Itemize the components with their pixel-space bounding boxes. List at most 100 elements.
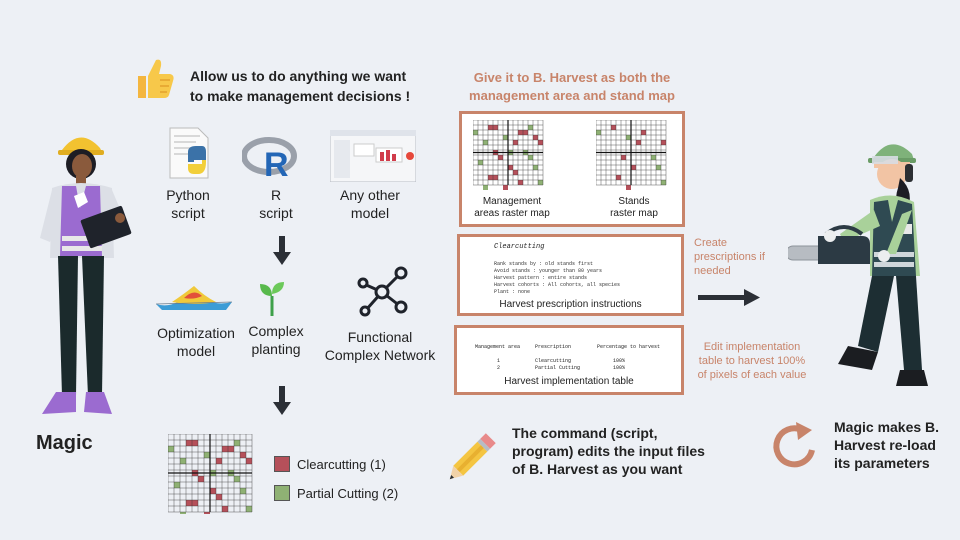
reload-text-line2: Harvest re-load — [834, 437, 936, 453]
r-script-label: R script — [238, 186, 314, 222]
raster-cell — [216, 494, 222, 500]
raster-cell — [234, 440, 240, 446]
raster-cell — [192, 500, 198, 506]
raster-cell — [473, 130, 478, 135]
raster-cell — [234, 476, 240, 482]
raster-cell — [518, 180, 523, 185]
raster-cell — [240, 488, 246, 494]
r-label-line2: script — [259, 205, 293, 221]
impl-cell: Clearcutting — [535, 358, 572, 364]
raster-maps-box: Management areas raster map Stands raste… — [459, 111, 685, 227]
stands-caption-line1: Stands — [618, 196, 650, 207]
implementation-row: 1 Clearcutting 100% — [475, 358, 675, 364]
raster-cell — [488, 125, 493, 130]
raster-cell — [518, 130, 523, 135]
raster-cell — [513, 140, 518, 145]
note-prescriptions-line3: needed — [694, 265, 731, 277]
legend-item-partial-cutting: Partial Cutting (2) — [274, 485, 398, 501]
network-label-line2: Complex Network — [324, 347, 436, 363]
give-header-line2: management area and stand map — [469, 88, 675, 103]
raster-cell — [503, 185, 508, 190]
prescription-title: Clearcutting — [494, 243, 545, 251]
raster-cell — [180, 458, 186, 464]
raster-cell — [661, 180, 666, 185]
optimization-surface-icon — [154, 280, 234, 312]
raster-cell — [616, 175, 621, 180]
raster-cell — [246, 506, 252, 512]
command-text-line3: of B. Harvest as you want — [512, 461, 683, 477]
magic-worker-illustration — [28, 128, 138, 428]
prescription-line: Plant : none — [494, 289, 531, 295]
r-label-line1: R — [270, 187, 282, 203]
any-model-label-line1: Any other — [340, 187, 400, 203]
optimization-model-label: Optimization model — [150, 324, 242, 360]
raster-cell — [533, 135, 538, 140]
management-areas-map-caption: Management areas raster map — [462, 196, 562, 220]
magic-label: Magic — [36, 432, 93, 454]
result-raster-grid — [168, 434, 254, 514]
raster-cell — [228, 446, 234, 452]
raster-cell — [192, 440, 198, 446]
raster-cell — [596, 130, 601, 135]
note-prescriptions-line1: Create — [694, 237, 728, 249]
raster-cell — [661, 140, 666, 145]
any-other-model-label: Any other model — [330, 186, 410, 222]
command-text-line1: The command (script, — [512, 425, 658, 441]
raster-cell — [168, 446, 174, 452]
complex-planting-line2: planting — [251, 341, 301, 357]
python-script-label: Python script — [150, 186, 226, 222]
note-edit-line3: of pixels of each value — [697, 369, 807, 381]
implementation-row: 2 Partial Cutting 100% — [475, 365, 675, 371]
implementation-box: Management area Prescription Percentage … — [454, 325, 684, 395]
raster-cell — [656, 165, 661, 170]
reload-icon — [768, 420, 822, 472]
raster-cell — [216, 458, 222, 464]
legend-item-clearcutting: Clearcutting (1) — [274, 456, 398, 472]
implementation-header-row: Management area Prescription Percentage … — [475, 344, 675, 350]
raster-cell — [198, 476, 204, 482]
implementation-table: Management area Prescription Percentage … — [475, 344, 675, 371]
management-areas-raster-map — [473, 120, 545, 190]
raster-cell — [626, 185, 631, 190]
prescription-box: Clearcutting Rank stands by : old stands… — [457, 234, 684, 316]
r-logo-icon: R — [242, 136, 300, 180]
complex-planting-line1: Complex — [248, 323, 304, 339]
optimization-label-line1: Optimization — [157, 325, 235, 341]
raster-cell — [180, 512, 186, 514]
raster-cell — [641, 130, 646, 135]
mgmt-caption-line2: areas raster map — [474, 208, 550, 219]
impl-cell: 2 — [497, 365, 501, 371]
functional-network-label: Functional Complex Network — [318, 328, 442, 364]
raster-cell — [493, 125, 498, 130]
raster-cell — [498, 155, 503, 160]
python-label-line1: Python — [166, 187, 210, 203]
impl-cell: 1 — [497, 358, 501, 364]
give-to-bharvest-header: Give it to B. Harvest as both the manage… — [456, 69, 688, 105]
network-label-line1: Functional — [347, 329, 413, 345]
raster-cell — [246, 458, 252, 464]
raster-cell — [636, 140, 641, 145]
raster-cell — [478, 160, 483, 165]
top-statement-line2: to make management decisions ! — [190, 88, 411, 104]
python-script-icon — [166, 126, 214, 180]
note-edit-line2: table to harvest 100% — [698, 355, 806, 367]
any-model-label-line2: model — [350, 205, 390, 221]
raster-cell — [631, 165, 636, 170]
raster-cell — [204, 452, 210, 458]
legend: Clearcutting (1) Partial Cutting (2) — [274, 456, 398, 501]
legend-label-clearcutting: Clearcutting (1) — [297, 456, 386, 472]
raster-cell — [210, 488, 216, 494]
prescription-line: Harvest pattern : entire stands — [494, 275, 588, 281]
legend-swatch-clearcutting — [274, 456, 290, 472]
reload-text-line1: Magic makes B. — [834, 419, 940, 435]
note-prescriptions-line2: prescriptions if — [694, 251, 765, 263]
prescription-line: Harvest cohorts : All cohorts, all speci… — [494, 282, 621, 288]
network-icon — [356, 266, 410, 318]
model-screenshot-icon — [330, 130, 416, 182]
raster-cell — [483, 185, 488, 190]
raster-cell — [240, 452, 246, 458]
reload-text: Magic makes B. Harvest re-load its param… — [834, 418, 939, 472]
down-arrow-icon — [272, 386, 292, 416]
prescription-line: Avoid stands : younger than 80 years — [494, 268, 603, 274]
raster-cell — [523, 130, 528, 135]
